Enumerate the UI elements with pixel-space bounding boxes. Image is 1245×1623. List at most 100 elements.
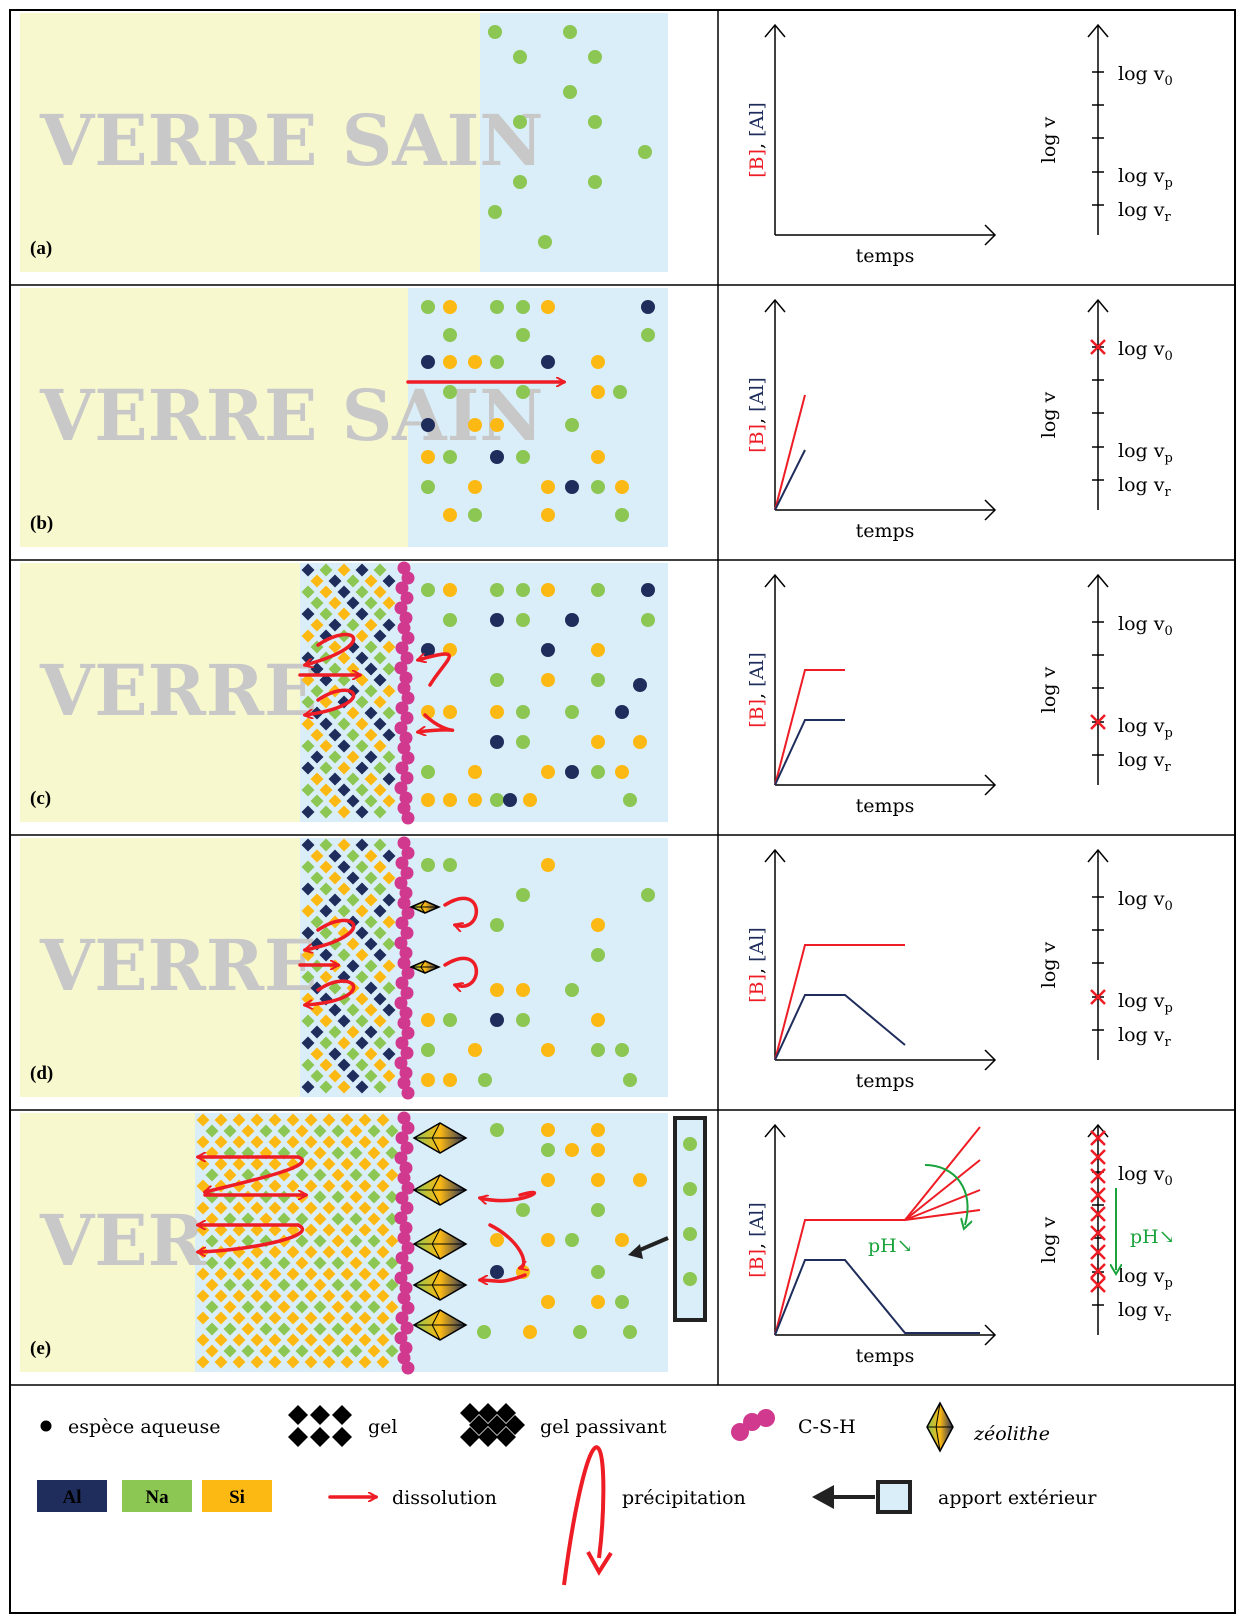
gel-site — [373, 904, 387, 918]
gel-site — [319, 948, 333, 962]
precipitation-arrow — [443, 896, 478, 926]
gel-site — [367, 1234, 381, 1248]
rate-tick-label: log vr — [1118, 474, 1171, 500]
gel-site — [346, 750, 360, 764]
aqueous-species — [490, 1013, 504, 1027]
gel-site — [349, 1300, 363, 1314]
csh-particle — [401, 631, 415, 645]
gel-site — [295, 1168, 309, 1182]
concentration-plot: temps[B], [Al] — [746, 23, 997, 267]
gel-site — [310, 1025, 324, 1039]
csh-particle — [397, 561, 411, 575]
gel-site — [310, 728, 324, 742]
aqueous-species — [591, 1203, 605, 1217]
aqueous-species — [563, 25, 577, 39]
aqueous-species — [468, 480, 482, 494]
gel-site — [331, 1146, 345, 1160]
dissolution-arrow — [205, 1155, 304, 1192]
gel-site — [328, 574, 342, 588]
legend-dissolution-label: dissolution — [392, 1487, 497, 1509]
gel-site — [250, 1333, 264, 1347]
aqueous-species — [421, 450, 435, 464]
gel-site — [376, 1267, 390, 1281]
gel-site — [382, 937, 396, 951]
aqueous-species — [490, 918, 504, 932]
outer-border — [9, 9, 1236, 1614]
gel-site — [214, 1311, 228, 1325]
gel-site — [319, 783, 333, 797]
gel-site — [382, 893, 396, 907]
csh-particle — [397, 1291, 411, 1305]
gel-site — [382, 618, 396, 632]
gel-site — [373, 1036, 387, 1050]
gel-site — [301, 970, 315, 984]
aqueous-species — [541, 1295, 555, 1309]
rate-tick-label: log vr — [1118, 199, 1171, 225]
aqueous-species — [633, 735, 647, 749]
csh-particle — [397, 681, 411, 695]
csh-particle — [394, 1271, 408, 1285]
gel-site — [268, 1113, 282, 1127]
csh-particle — [397, 836, 411, 850]
gel-site — [205, 1278, 219, 1292]
csh-particle — [401, 1301, 415, 1315]
gel-site — [376, 1201, 390, 1215]
aqueous-species — [591, 735, 605, 749]
gel-site — [223, 1278, 237, 1292]
csh-particle — [401, 571, 415, 585]
gel-site — [205, 1256, 219, 1270]
gel-site — [337, 563, 351, 577]
gel-site — [295, 1278, 309, 1292]
gel-site — [349, 1322, 363, 1336]
aqueous-species — [615, 480, 629, 494]
gel-site — [310, 1003, 324, 1017]
gel-site — [346, 937, 360, 951]
legend-gel-label: gel — [368, 1416, 397, 1438]
gel-site — [310, 684, 324, 698]
gel-site — [196, 1267, 210, 1281]
gel-site — [346, 574, 360, 588]
scene: VERRE SAIN(a) — [20, 13, 668, 272]
rate-marker — [1090, 1225, 1106, 1241]
gel-site — [301, 1036, 315, 1050]
aqueous-species — [538, 235, 552, 249]
aqueous-species — [591, 948, 605, 962]
gel-site — [346, 618, 360, 632]
boron-curve — [774, 669, 845, 786]
aqueous-species — [443, 613, 457, 627]
csh-particle — [394, 876, 408, 890]
gel-site — [319, 761, 333, 775]
gel-site — [322, 1113, 336, 1127]
csh-particle — [399, 731, 413, 745]
gel-site — [319, 563, 333, 577]
x-axis-label: temps — [856, 1345, 915, 1367]
aqueous-species — [591, 1013, 605, 1027]
aqueous-species — [490, 355, 504, 369]
csh-particle — [394, 601, 408, 615]
gel-site — [301, 805, 315, 819]
csh-particle — [395, 1311, 409, 1325]
gel-site — [385, 1256, 399, 1270]
gel-site — [382, 871, 396, 885]
gel-site — [232, 1201, 246, 1215]
gel-site — [304, 1179, 318, 1193]
gel-site — [385, 1168, 399, 1182]
gel-site — [214, 1289, 228, 1303]
glass-zone — [20, 288, 408, 547]
gel-site — [286, 1267, 300, 1281]
aqueous-species — [516, 735, 530, 749]
gel-site — [250, 1201, 264, 1215]
aqueous-species — [490, 735, 504, 749]
csh-particle — [394, 661, 408, 675]
dissolution-arrow — [305, 918, 356, 950]
y-axis-label: [B], [Al] — [746, 377, 768, 453]
gel-site — [250, 1135, 264, 1149]
gel-site — [496, 1403, 516, 1423]
gel-site — [382, 849, 396, 863]
aqueous-species — [421, 1013, 435, 1027]
csh-particle — [395, 856, 409, 870]
csh-particle — [394, 1331, 408, 1345]
aqueous-species — [591, 1295, 605, 1309]
aqueous-species — [615, 1233, 629, 1247]
